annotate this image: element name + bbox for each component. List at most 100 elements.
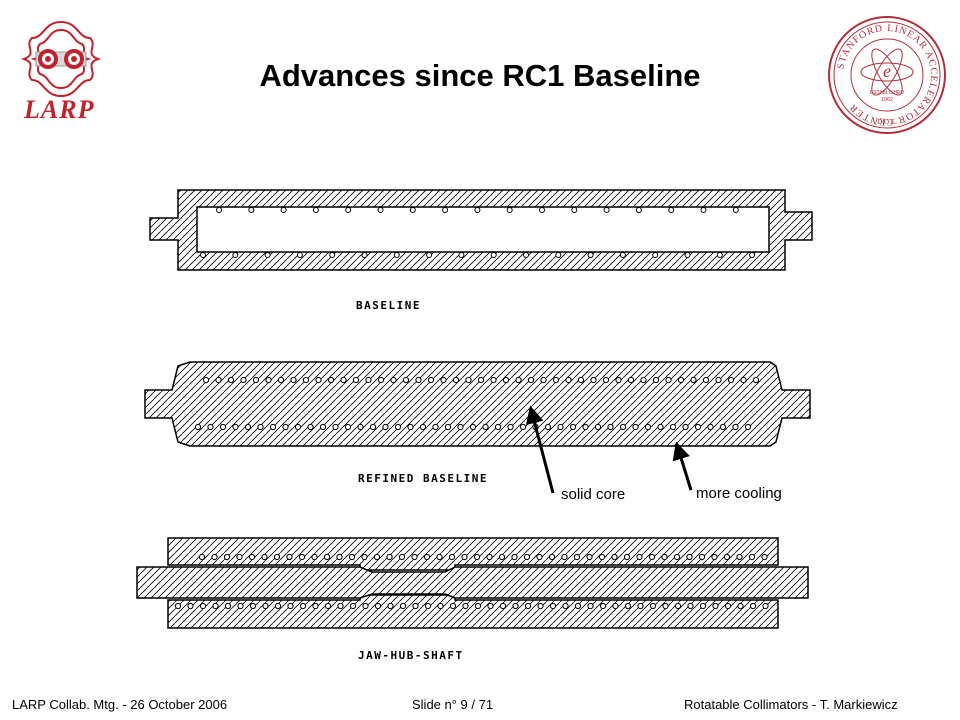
cooling-channel bbox=[661, 553, 668, 561]
cooling-channel bbox=[724, 602, 732, 610]
cooling-channel bbox=[244, 423, 252, 431]
footer-center: Slide n° 9 / 71 bbox=[412, 697, 494, 712]
baseline-jaw bbox=[149, 189, 813, 271]
cooling-channel bbox=[236, 553, 243, 561]
cooling-channel bbox=[436, 553, 443, 561]
cooling-channel bbox=[407, 423, 414, 431]
cooling-channel bbox=[490, 376, 497, 384]
refined-baseline-caption: REFINED BASELINE bbox=[358, 472, 488, 485]
cooling-channel bbox=[312, 207, 319, 213]
cooling-channel bbox=[394, 423, 402, 431]
cooling-channel bbox=[640, 376, 647, 384]
cooling-channel bbox=[515, 376, 522, 384]
more-cooling-label: more cooling bbox=[696, 485, 782, 502]
cooling-channel bbox=[452, 376, 460, 384]
cooling-channel bbox=[474, 602, 482, 610]
cooling-channel bbox=[627, 376, 635, 384]
cooling-channel bbox=[727, 376, 735, 384]
cooling-channel bbox=[644, 423, 652, 431]
cooling-channel bbox=[636, 553, 643, 561]
cooling-channel bbox=[462, 602, 469, 610]
cooling-channel bbox=[744, 423, 752, 431]
cooling-channel bbox=[198, 553, 206, 561]
cooling-channel bbox=[482, 423, 489, 431]
seal-established-label: ESTABLISHED bbox=[870, 90, 904, 96]
cooling-channel bbox=[402, 376, 410, 384]
cooling-channel bbox=[442, 207, 449, 213]
cooling-channel bbox=[486, 553, 493, 561]
cooling-channel bbox=[677, 376, 685, 384]
cooling-channel bbox=[523, 252, 529, 258]
cooling-channel bbox=[598, 553, 606, 561]
cooling-channel bbox=[524, 602, 532, 610]
cooling-channel bbox=[736, 553, 743, 561]
cooling-channel bbox=[232, 423, 239, 431]
cooling-channel bbox=[487, 602, 494, 610]
cooling-channel bbox=[473, 553, 481, 561]
cooling-channel bbox=[427, 376, 435, 384]
svg-text:e: e bbox=[883, 61, 891, 81]
cooling-channel bbox=[673, 553, 681, 561]
cooling-channel bbox=[344, 423, 352, 431]
cooling-channel bbox=[561, 553, 568, 561]
cooling-channel bbox=[340, 376, 347, 384]
cooling-channel bbox=[277, 376, 285, 384]
cooling-channel bbox=[237, 602, 244, 610]
cooling-channel bbox=[262, 602, 269, 610]
cooling-channel bbox=[602, 376, 610, 384]
cooling-channel bbox=[282, 423, 289, 431]
cooling-channel bbox=[555, 252, 562, 258]
cooling-channel bbox=[502, 376, 510, 384]
cooling-channel bbox=[409, 207, 416, 213]
cooling-channel bbox=[373, 553, 381, 561]
cooling-channel bbox=[257, 423, 264, 431]
cooling-channel bbox=[699, 602, 707, 610]
cooling-channel bbox=[599, 602, 607, 610]
cooling-channel bbox=[749, 252, 756, 258]
cooling-channel bbox=[440, 376, 447, 384]
cooling-channel bbox=[223, 553, 231, 561]
slac-seal-icon: STANFORD LINEAR ACCELERATOR CENTER e EST… bbox=[828, 16, 946, 134]
cooling-channel bbox=[562, 602, 569, 610]
cooling-channel bbox=[719, 423, 727, 431]
footer-right: Rotatable Collimators - T. Markiewicz bbox=[684, 697, 898, 712]
cooling-channel bbox=[684, 252, 691, 258]
cooling-channel bbox=[365, 376, 372, 384]
cooling-channel bbox=[200, 252, 206, 258]
cooling-channel bbox=[224, 602, 232, 610]
cooling-channel bbox=[527, 376, 535, 384]
solid-core-label: solid core bbox=[561, 486, 626, 503]
cooling-channel bbox=[449, 602, 457, 610]
cooling-channel bbox=[700, 207, 707, 213]
cooling-channel bbox=[232, 252, 239, 258]
cooling-channel bbox=[174, 602, 182, 610]
cooling-channel bbox=[382, 423, 389, 431]
cooling-channel bbox=[393, 252, 400, 258]
cooling-channel bbox=[494, 423, 502, 431]
cooling-channel bbox=[665, 376, 672, 384]
cooling-channel bbox=[632, 423, 639, 431]
cooling-channel bbox=[323, 553, 331, 561]
cooling-channel bbox=[536, 553, 543, 561]
cooling-channel bbox=[761, 553, 768, 561]
cooling-channel bbox=[506, 207, 513, 213]
cooling-channel bbox=[299, 602, 307, 610]
larp-logo-text: LARP bbox=[24, 95, 95, 124]
cooling-channel bbox=[361, 252, 368, 258]
cooling-channel bbox=[539, 207, 545, 213]
cooling-channel bbox=[565, 376, 572, 384]
cooling-channel bbox=[649, 602, 657, 610]
cooling-channel bbox=[498, 553, 506, 561]
cooling-channel bbox=[219, 423, 227, 431]
cooling-channel bbox=[240, 376, 247, 384]
cooling-channel bbox=[648, 553, 656, 561]
cooling-channel bbox=[537, 602, 544, 610]
cooling-channel bbox=[352, 376, 360, 384]
cooling-channel bbox=[474, 207, 481, 213]
cooling-channel bbox=[207, 423, 214, 431]
cooling-channel bbox=[458, 252, 465, 258]
cooling-channel bbox=[465, 376, 472, 384]
cooling-channel bbox=[707, 423, 714, 431]
cooling-channel bbox=[507, 423, 514, 431]
cooling-channel bbox=[586, 553, 593, 561]
